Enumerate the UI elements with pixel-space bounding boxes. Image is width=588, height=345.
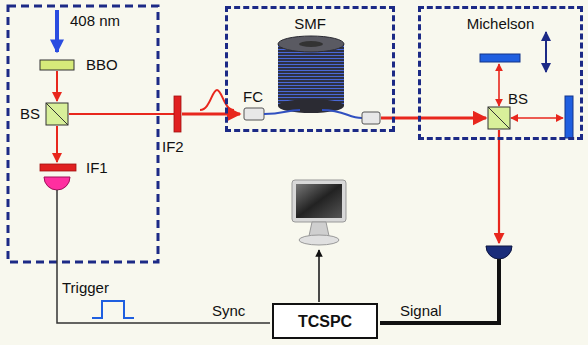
filter-if2: [174, 96, 181, 132]
output-collimator: [362, 112, 380, 124]
fiber-coupler: [244, 108, 264, 120]
interferometer-beams: [381, 64, 563, 243]
mirror-motion: [546, 32, 547, 72]
signal-detector: [486, 246, 512, 259]
signal-cable: [380, 259, 499, 323]
filter-if2: [174, 96, 181, 132]
source-group-frame: [8, 6, 158, 262]
computer-monitor: [299, 235, 339, 245]
beam-splitter-cube: [488, 107, 510, 129]
trigger-pulse: [92, 301, 134, 318]
fiber: [264, 110, 362, 118]
beam-splitter-cube: [46, 103, 68, 125]
signal-cable: [380, 259, 499, 323]
interferometer-beams: [498, 64, 500, 106]
interferometer-beams: [498, 130, 500, 243]
fiber-spool: [278, 44, 344, 106]
data-link: [319, 250, 320, 302]
fiber: [264, 110, 300, 114]
fiber-spool: [299, 41, 323, 47]
pump-beam: [57, 10, 58, 52]
beam-splitter-cube: [488, 107, 510, 129]
photon-beam: [56, 71, 58, 101]
part-label: FC: [243, 88, 263, 105]
pulse-shape: [200, 90, 234, 110]
photon-beam: [182, 113, 240, 116]
trigger-cable: [57, 190, 270, 323]
filter-if1: [40, 164, 76, 171]
signal-label: Sync: [212, 302, 245, 319]
part-label: BS: [508, 90, 528, 107]
trigger-detector: [44, 177, 70, 190]
box-label: TCSPC: [298, 313, 352, 330]
movable-mirror: [480, 54, 520, 62]
computer-monitor: [292, 180, 346, 222]
fiber-group: SMF: [225, 6, 395, 132]
computer-monitor: [309, 222, 329, 236]
interferometer-beams: [511, 117, 563, 119]
group-title: SMF: [228, 15, 392, 32]
bbo-crystal: [40, 60, 74, 70]
pulse-shape: [200, 90, 234, 110]
fiber-spool: [278, 36, 344, 52]
interferometer-beams: [381, 117, 486, 120]
pump-beam: [55, 10, 59, 52]
photon-beam: [57, 71, 240, 162]
trigger-cable: [57, 190, 270, 323]
part-label: IF2: [162, 138, 184, 155]
beam-splitter-cube: [46, 103, 68, 125]
group-title: Michelson: [421, 15, 580, 32]
photon-beam: [69, 113, 174, 115]
fixed-mirror: [565, 96, 573, 138]
michelson-group: Michelson: [418, 6, 583, 140]
fiber-coupler: [244, 108, 264, 120]
beam-splitter-cube: [46, 103, 68, 125]
tcspc-box: TCSPC: [272, 303, 378, 339]
signal-detector: [486, 246, 512, 259]
computer-monitor: [292, 180, 346, 245]
beam-splitter-cube: [488, 107, 510, 129]
photon-beam: [56, 126, 58, 162]
fixed-mirror: [565, 96, 573, 138]
trigger-pulse: [92, 301, 134, 318]
output-collimator: [362, 112, 380, 124]
computer-monitor: [296, 184, 342, 218]
bbo-crystal: [40, 60, 74, 70]
part-label: BBO: [86, 56, 118, 73]
trigger-detector: [44, 177, 70, 190]
fiber-spool: [278, 36, 344, 113]
part-label: IF1: [86, 159, 108, 176]
mirror-motion: [545, 32, 547, 72]
data-link: [318, 250, 320, 302]
filter-if1: [40, 164, 76, 171]
part-label: BS: [20, 105, 40, 122]
movable-mirror: [480, 54, 520, 62]
fiber: [322, 110, 362, 118]
signal-label: Trigger: [62, 279, 109, 296]
wavelength-label: 408 nm: [70, 12, 120, 29]
signal-label: Signal: [400, 302, 442, 319]
